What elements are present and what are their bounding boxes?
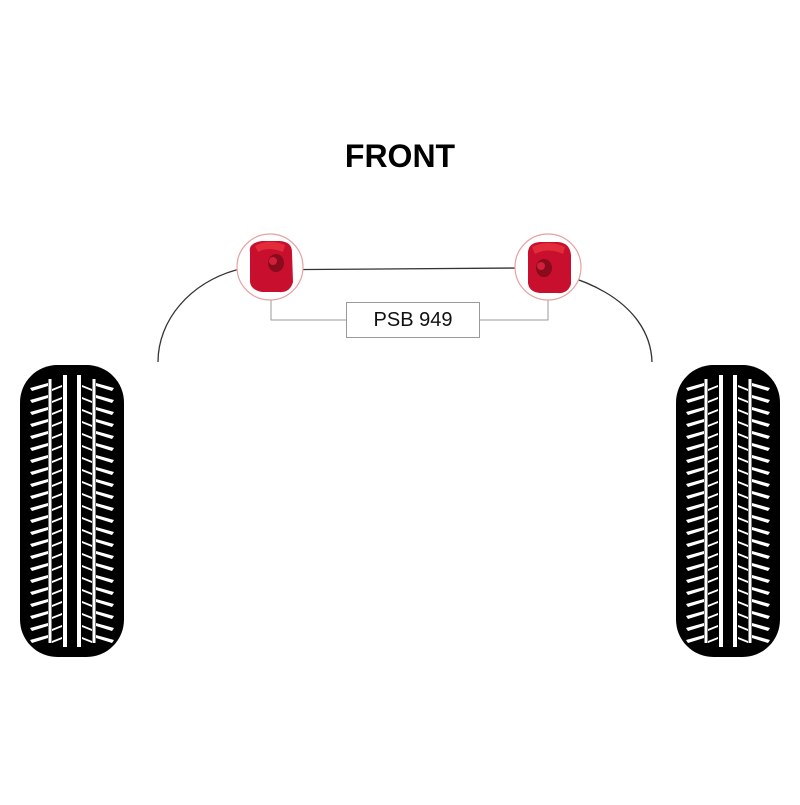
diagram-title: FRONT [344, 138, 456, 174]
part-number-label: PSB 949 [346, 302, 480, 338]
right-bush-icon [514, 233, 582, 301]
leader-line-left [270, 300, 346, 321]
leader-line-right [480, 300, 549, 321]
right-tyre-icon [676, 365, 780, 657]
left-bush-icon [236, 233, 304, 301]
left-tyre-icon [20, 365, 124, 657]
